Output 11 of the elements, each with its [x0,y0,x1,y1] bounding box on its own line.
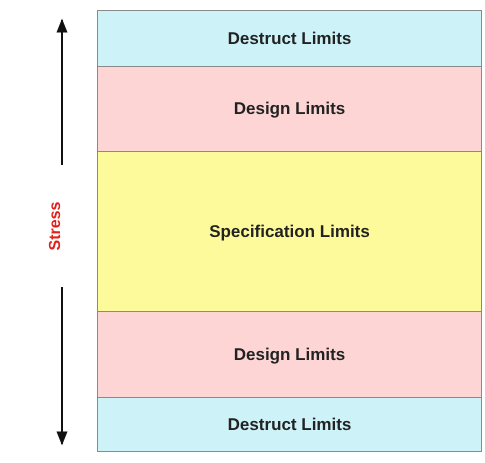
limit-band [98,11,481,66]
band-label: Destruct Limits [228,414,352,434]
limit-band [98,151,481,311]
band-label: Destruct Limits [228,28,352,48]
band-label: Design Limits [234,99,346,119]
band-label: Specification Limits [209,222,370,242]
band-label: Design Limits [234,344,346,364]
axis-label: Stress [47,202,65,250]
limit-band [98,311,481,397]
limit-band [98,397,481,451]
limit-band [98,66,481,151]
